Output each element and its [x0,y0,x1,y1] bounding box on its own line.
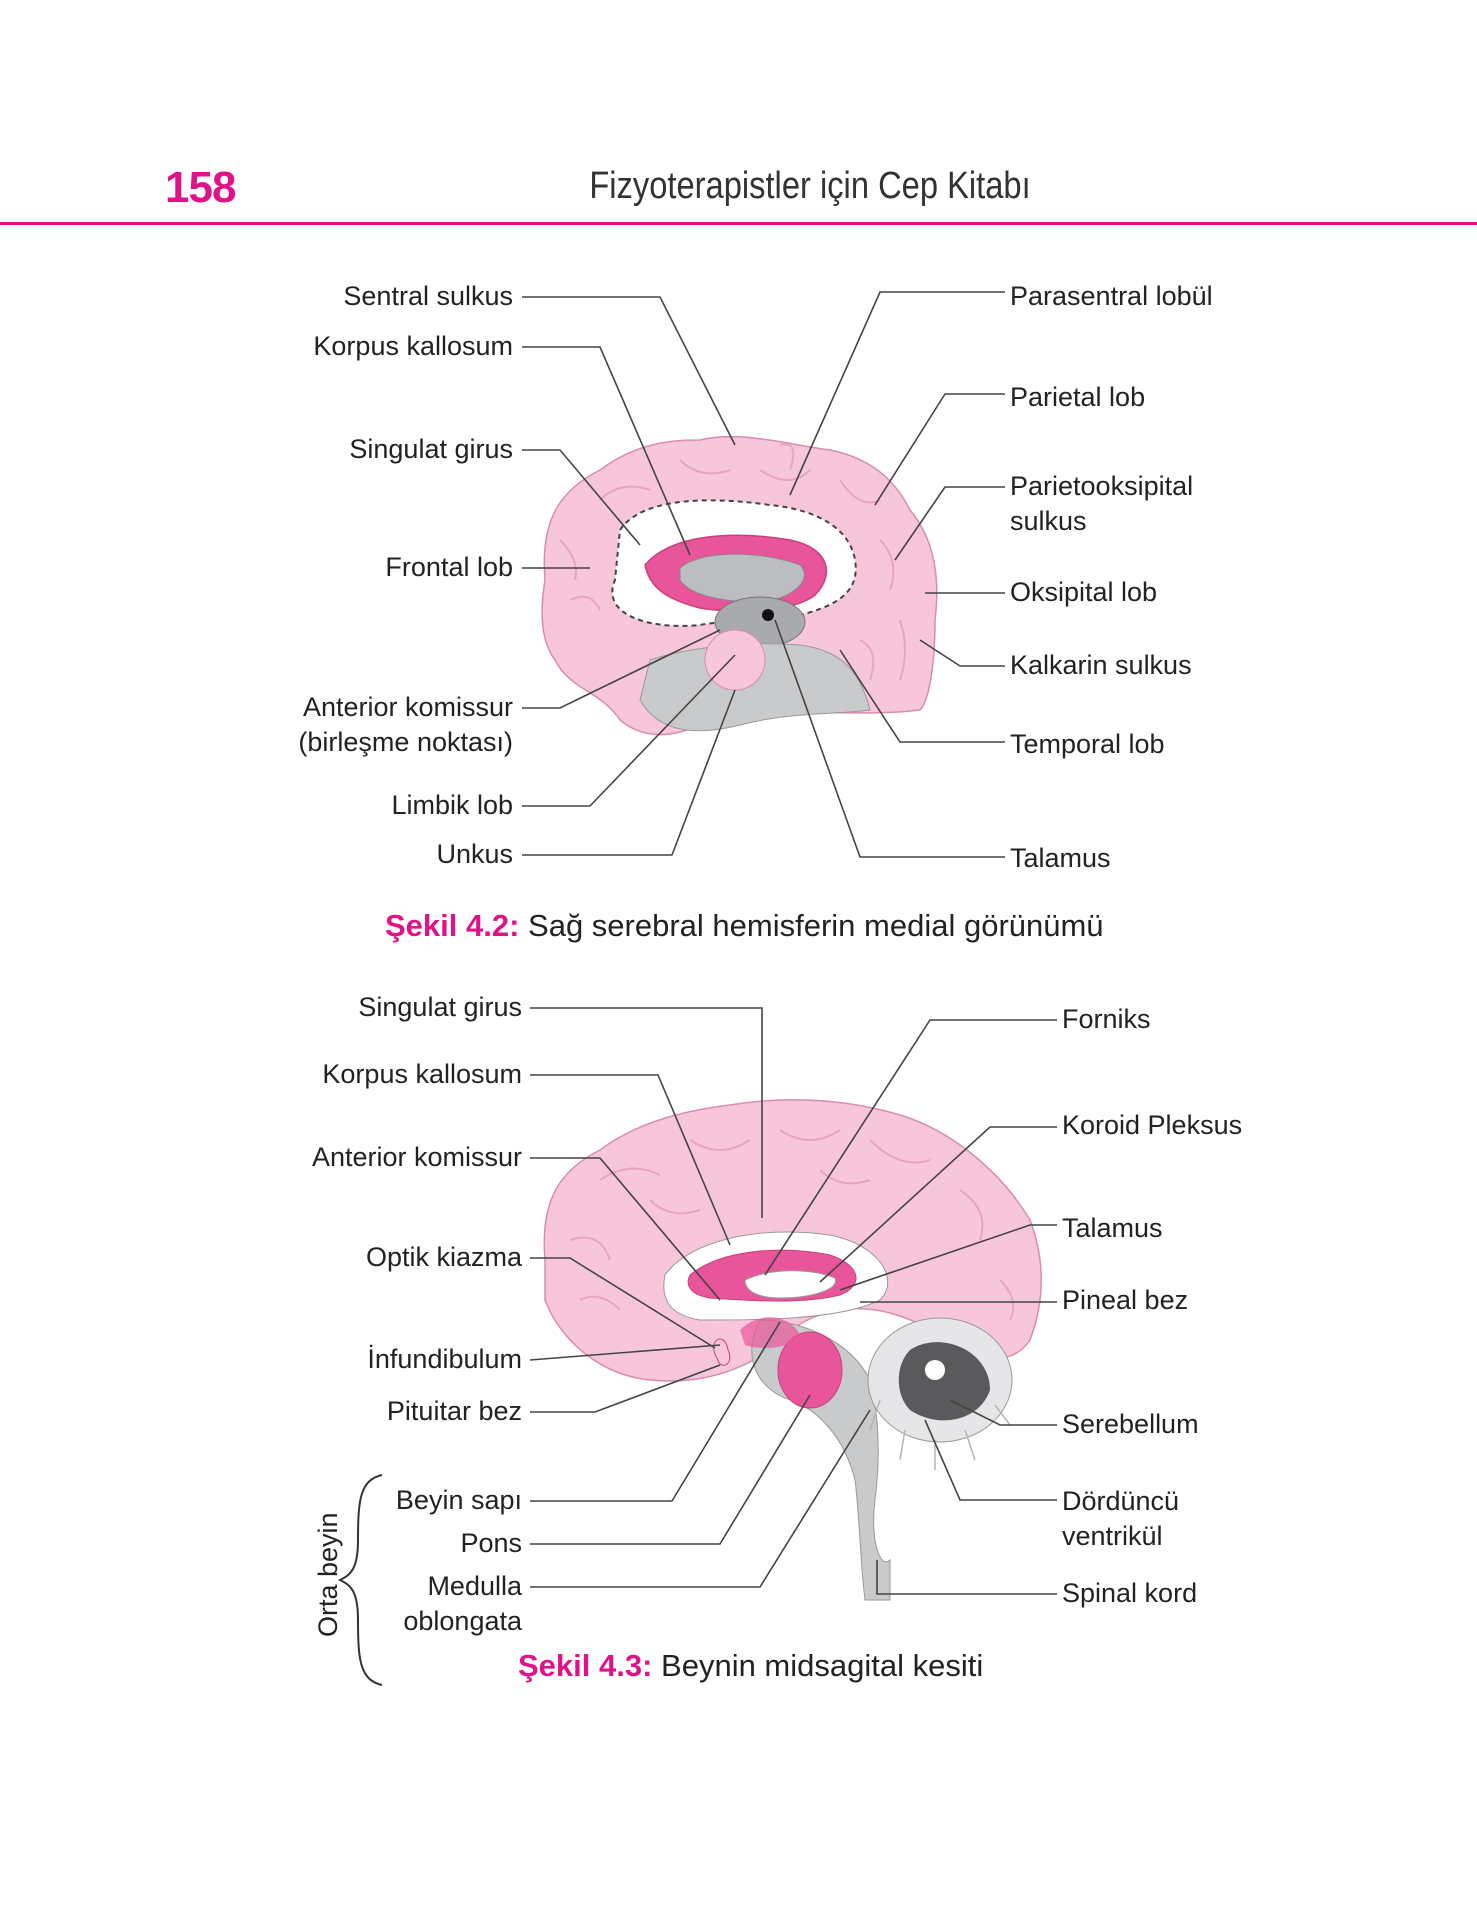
fig2-label-oblongata: oblongata [403,1606,522,1636]
header-rule [0,222,1477,225]
fig1-label-talamus: Talamus [1010,843,1111,873]
fig2-label-medulla: Medulla [427,1571,522,1601]
fig2-label-anterior-komissur: Anterior komissur [311,1142,522,1172]
fig1-label-sentral-sulkus: Sentral sulkus [343,281,513,311]
fig2-label-pineal-bez: Pineal bez [1062,1285,1189,1315]
figure-4-2-caption-text: Sağ serebral hemisferin medial görünümü [519,908,1104,943]
fig1-label-kalkarin-sulkus: Kalkarin sulkus [1010,650,1192,680]
fig2-label-pituitar-bez: Pituitar bez [386,1396,522,1426]
fig1-label-korpus-kallosum: Korpus kallosum [313,331,513,361]
fig2-label-koroid-pleksus: Koroid Pleksus [1062,1110,1243,1140]
fig1-label-parasentral-lobul: Parasentral lobül [1010,281,1213,311]
fig2-label-spinal-kord: Spinal kord [1062,1578,1198,1608]
orta-beyin-bracket [337,1474,383,1686]
fig2-label-korpus-kallosum: Korpus kallosum [322,1059,522,1089]
fig2-label-beyin-sapi: Beyin sapı [395,1485,522,1515]
fig2-label-talamus: Talamus [1062,1213,1163,1243]
fig2-label-forniks: Forniks [1062,1004,1151,1034]
fig2-label-singulat-girus: Singulat girus [358,992,522,1022]
fig1-label-sulkus: sulkus [1010,506,1087,536]
fig1-label-oksipital-lob: Oksipital lob [1010,577,1158,607]
fig1-label-birlesme-noktasi: (birleşme noktası) [298,727,513,757]
fig2-label-infundibulum: İnfundibulum [367,1344,522,1374]
fig2-label-ventrikul: ventrikül [1062,1521,1163,1551]
fig2-label-pons: Pons [460,1528,522,1558]
fig1-label-singulat-girus: Singulat girus [349,434,513,464]
figure-4-3-caption-prefix: Şekil 4.3: [518,1648,653,1683]
figure-4-2-caption-prefix: Şekil 4.2: [385,908,520,943]
book-title: Fizyoterapistler için Cep Kitabı [589,165,1031,207]
fig1-label-frontal-lob: Frontal lob [385,552,513,582]
orta-beyin-label: Orta beyin [313,1512,343,1637]
fig1-label-parietal-lob: Parietal lob [1010,382,1146,412]
fig1-label-temporal-lob: Temporal lob [1010,729,1165,759]
fig1-label-limbik-lob: Limbik lob [391,790,513,820]
figure-4-2-caption: Şekil 4.2: Sağ serebral hemisferin media… [385,908,1104,944]
fig2-label-serebellum: Serebellum [1062,1409,1199,1439]
figure-4-3-caption-text: Beynin midsagital kesiti [652,1648,984,1683]
fig1-label-parietooksipital: Parietooksipital [1010,471,1194,501]
fig1-label-unkus: Unkus [436,839,513,869]
fig1-label-anterior-komissur: Anterior komissur [302,692,513,722]
fig2-label-dorduncu: Dördüncü [1062,1486,1180,1516]
figure-4-3-caption: Şekil 4.3: Beynin midsagital kesiti [518,1648,983,1684]
page-number: 158 [165,163,236,212]
fig2-label-optik-kiazma: Optik kiazma [365,1242,522,1272]
